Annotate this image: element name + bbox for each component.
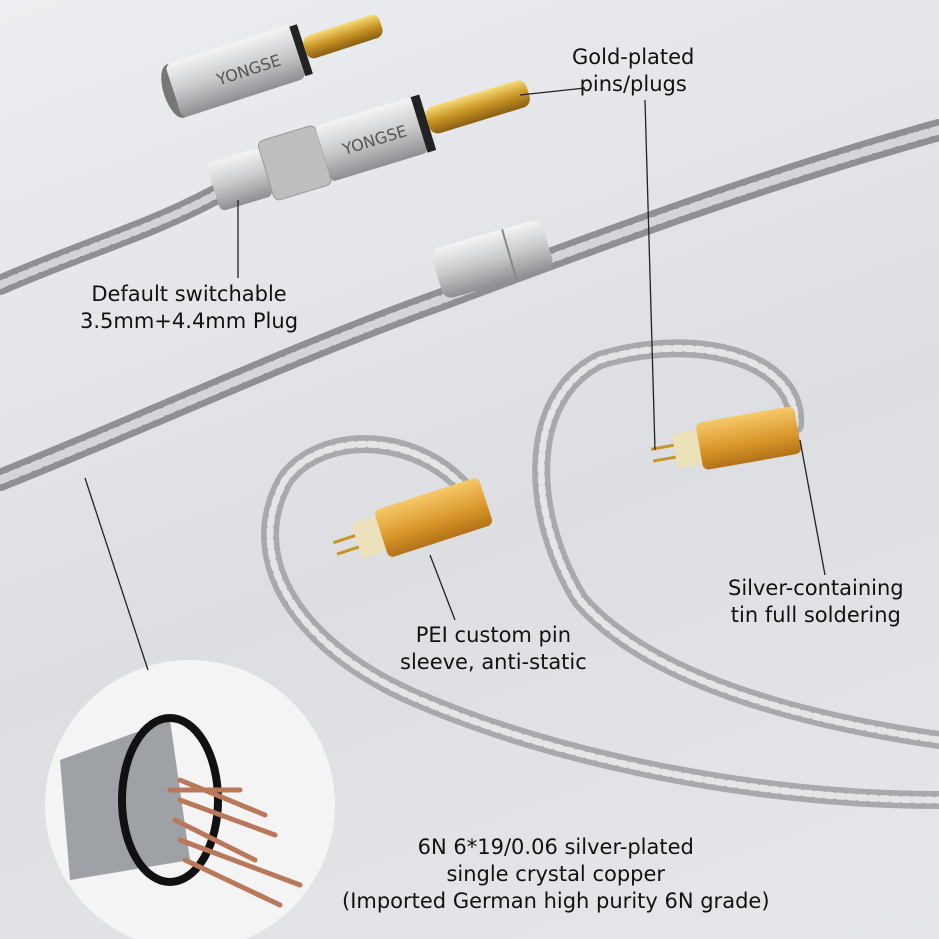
- callout-lines: [84, 87, 826, 671]
- label-pei-sleeve: PEI custom pin sleeve, anti-static: [400, 622, 587, 676]
- wire-cross-section-inset: [45, 660, 335, 939]
- left-2pin-connector: [332, 478, 493, 559]
- label-line: Gold-plated: [572, 45, 695, 69]
- braided-cable: [0, 119, 939, 809]
- label-copper: 6N 6*19/0.06 silver-plated single crysta…: [342, 834, 770, 915]
- label-line: single crystal copper: [446, 862, 666, 886]
- label-silver-solder: Silver-containing tin full soldering: [728, 575, 904, 629]
- label-line: sleeve, anti-static: [400, 650, 587, 674]
- label-line: pins/plugs: [579, 72, 687, 96]
- label-line: 6N 6*19/0.06 silver-plated: [417, 835, 694, 859]
- label-line: tin full soldering: [730, 603, 901, 627]
- right-2pin-connector: [650, 406, 802, 470]
- label-line: Default switchable: [91, 282, 287, 306]
- plug-4-4mm: YONGSE: [207, 80, 530, 211]
- adapter-3-5mm: YONGSE: [161, 14, 383, 118]
- y-splitter: [432, 220, 553, 298]
- label-line: 3.5mm+4.4mm Plug: [80, 309, 299, 333]
- label-line: Silver-containing: [728, 576, 904, 600]
- label-line: (Imported German high purity 6N grade): [342, 889, 770, 913]
- label-plug: Default switchable 3.5mm+4.4mm Plug: [80, 281, 298, 335]
- label-line: PEI custom pin: [415, 623, 572, 647]
- label-gold-plated: Gold-plated pins/plugs: [572, 44, 694, 98]
